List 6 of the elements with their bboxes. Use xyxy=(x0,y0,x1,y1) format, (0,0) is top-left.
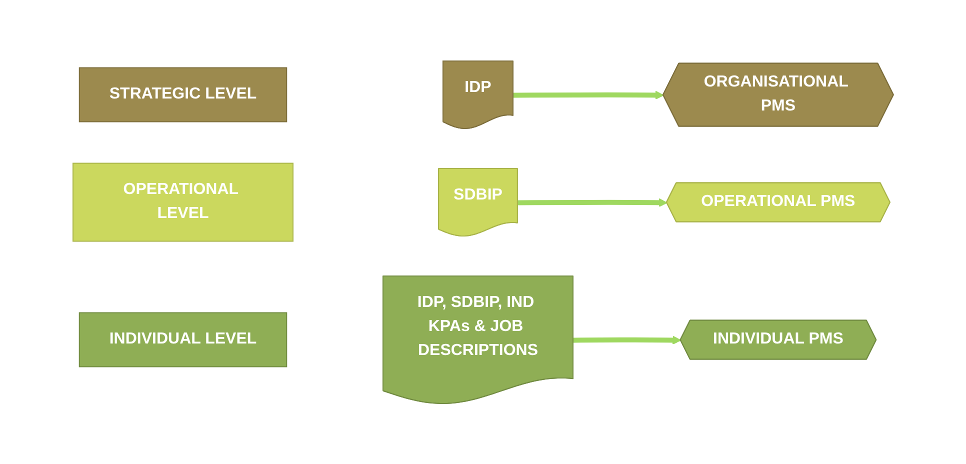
arrow xyxy=(573,336,681,344)
node-box: STRATEGIC LEVEL xyxy=(78,67,287,122)
node-box: OPERATIONAL LEVEL xyxy=(72,162,294,242)
arrow xyxy=(518,198,668,207)
arrow xyxy=(513,90,664,100)
node-box: INDIVIDUAL LEVEL xyxy=(78,312,287,367)
